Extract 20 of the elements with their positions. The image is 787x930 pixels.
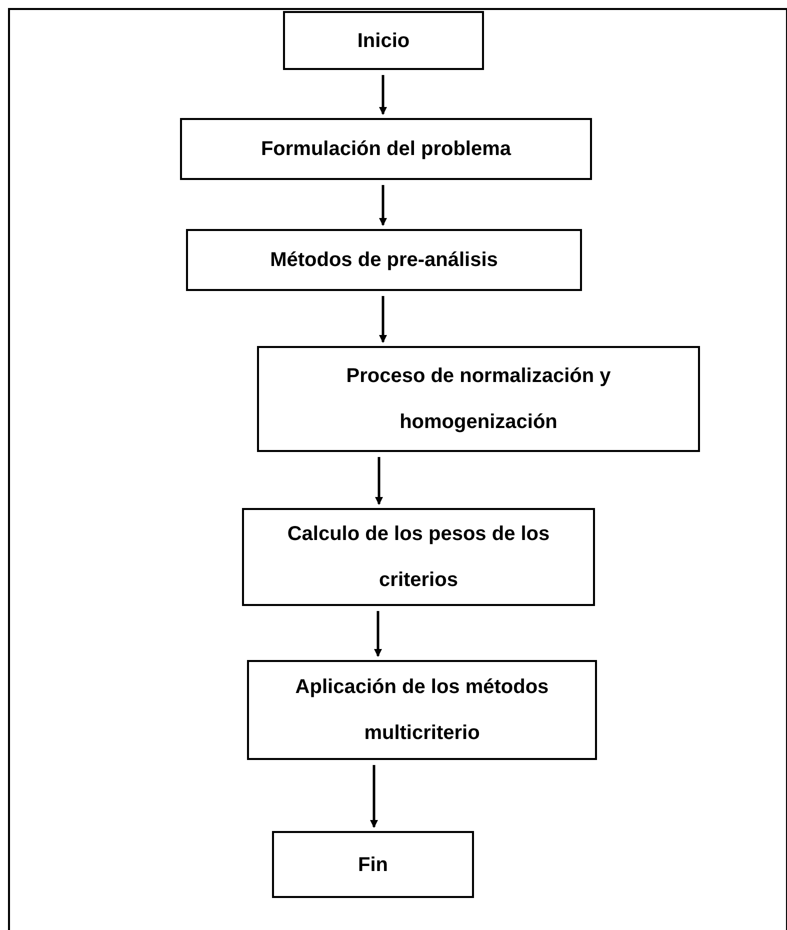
- process-box: [186, 229, 582, 291]
- arrow: [379, 296, 387, 343]
- box-label: Métodos de pre-análisis: [270, 248, 498, 272]
- box-label: Fin: [358, 852, 388, 876]
- process-box: [257, 346, 700, 452]
- process-box: [242, 508, 595, 606]
- box-label: Aplicación de los métodos multicriterio: [294, 675, 550, 746]
- arrow: [374, 611, 382, 657]
- arrow: [379, 185, 387, 226]
- arrow: [379, 75, 387, 115]
- process-box: [272, 831, 474, 898]
- box-label: Calculo de los pesos de los criterios: [286, 522, 551, 593]
- process-box: [180, 118, 592, 180]
- box-label: Proceso de normalización y homogenización: [345, 364, 612, 435]
- box-label: Inicio: [357, 28, 410, 52]
- arrow: [375, 457, 383, 505]
- process-box: [247, 660, 597, 760]
- process-box: [283, 11, 484, 70]
- arrow: [370, 765, 378, 828]
- box-label: Formulación del problema: [260, 137, 512, 161]
